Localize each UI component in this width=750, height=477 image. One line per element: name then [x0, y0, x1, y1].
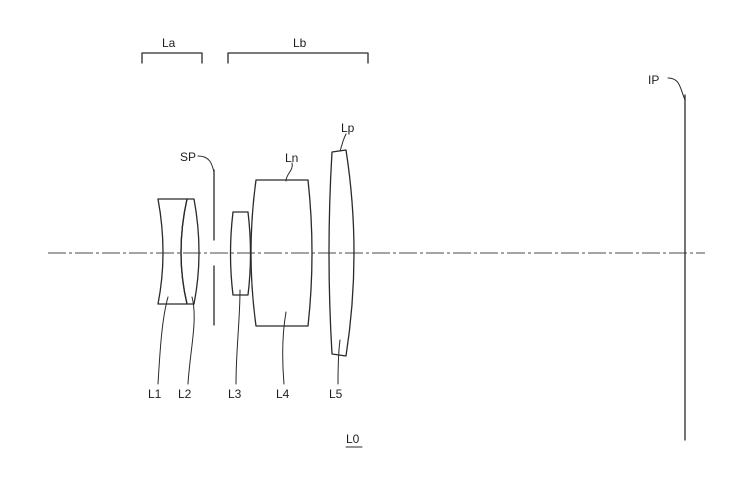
bracket-group-a — [142, 53, 202, 63]
leader-l3 — [236, 290, 240, 384]
label-l4: L4 — [276, 387, 290, 401]
leader-lp — [340, 134, 346, 151]
leader-l5 — [338, 340, 340, 384]
leader-l1 — [158, 297, 168, 384]
label-l2: L2 — [178, 387, 192, 401]
label-l0: L0 — [346, 432, 360, 446]
leader-l2 — [188, 297, 194, 384]
leader-ip — [668, 78, 685, 100]
label-l5: L5 — [329, 387, 343, 401]
lens-l1 — [158, 199, 187, 304]
label-ip: IP — [648, 73, 659, 87]
label-l1: L1 — [148, 387, 162, 401]
label-lb: Lb — [293, 36, 307, 50]
label-l3: L3 — [228, 387, 242, 401]
label-lp: Lp — [341, 121, 355, 135]
label-ln: Ln — [285, 151, 298, 165]
leader-ln — [286, 163, 292, 181]
lens-l2 — [181, 199, 199, 304]
leader-l4 — [283, 312, 286, 384]
bracket-group-b — [228, 53, 368, 63]
label-la: La — [162, 36, 176, 50]
label-sp: SP — [180, 150, 196, 164]
leader-sp — [198, 156, 214, 172]
